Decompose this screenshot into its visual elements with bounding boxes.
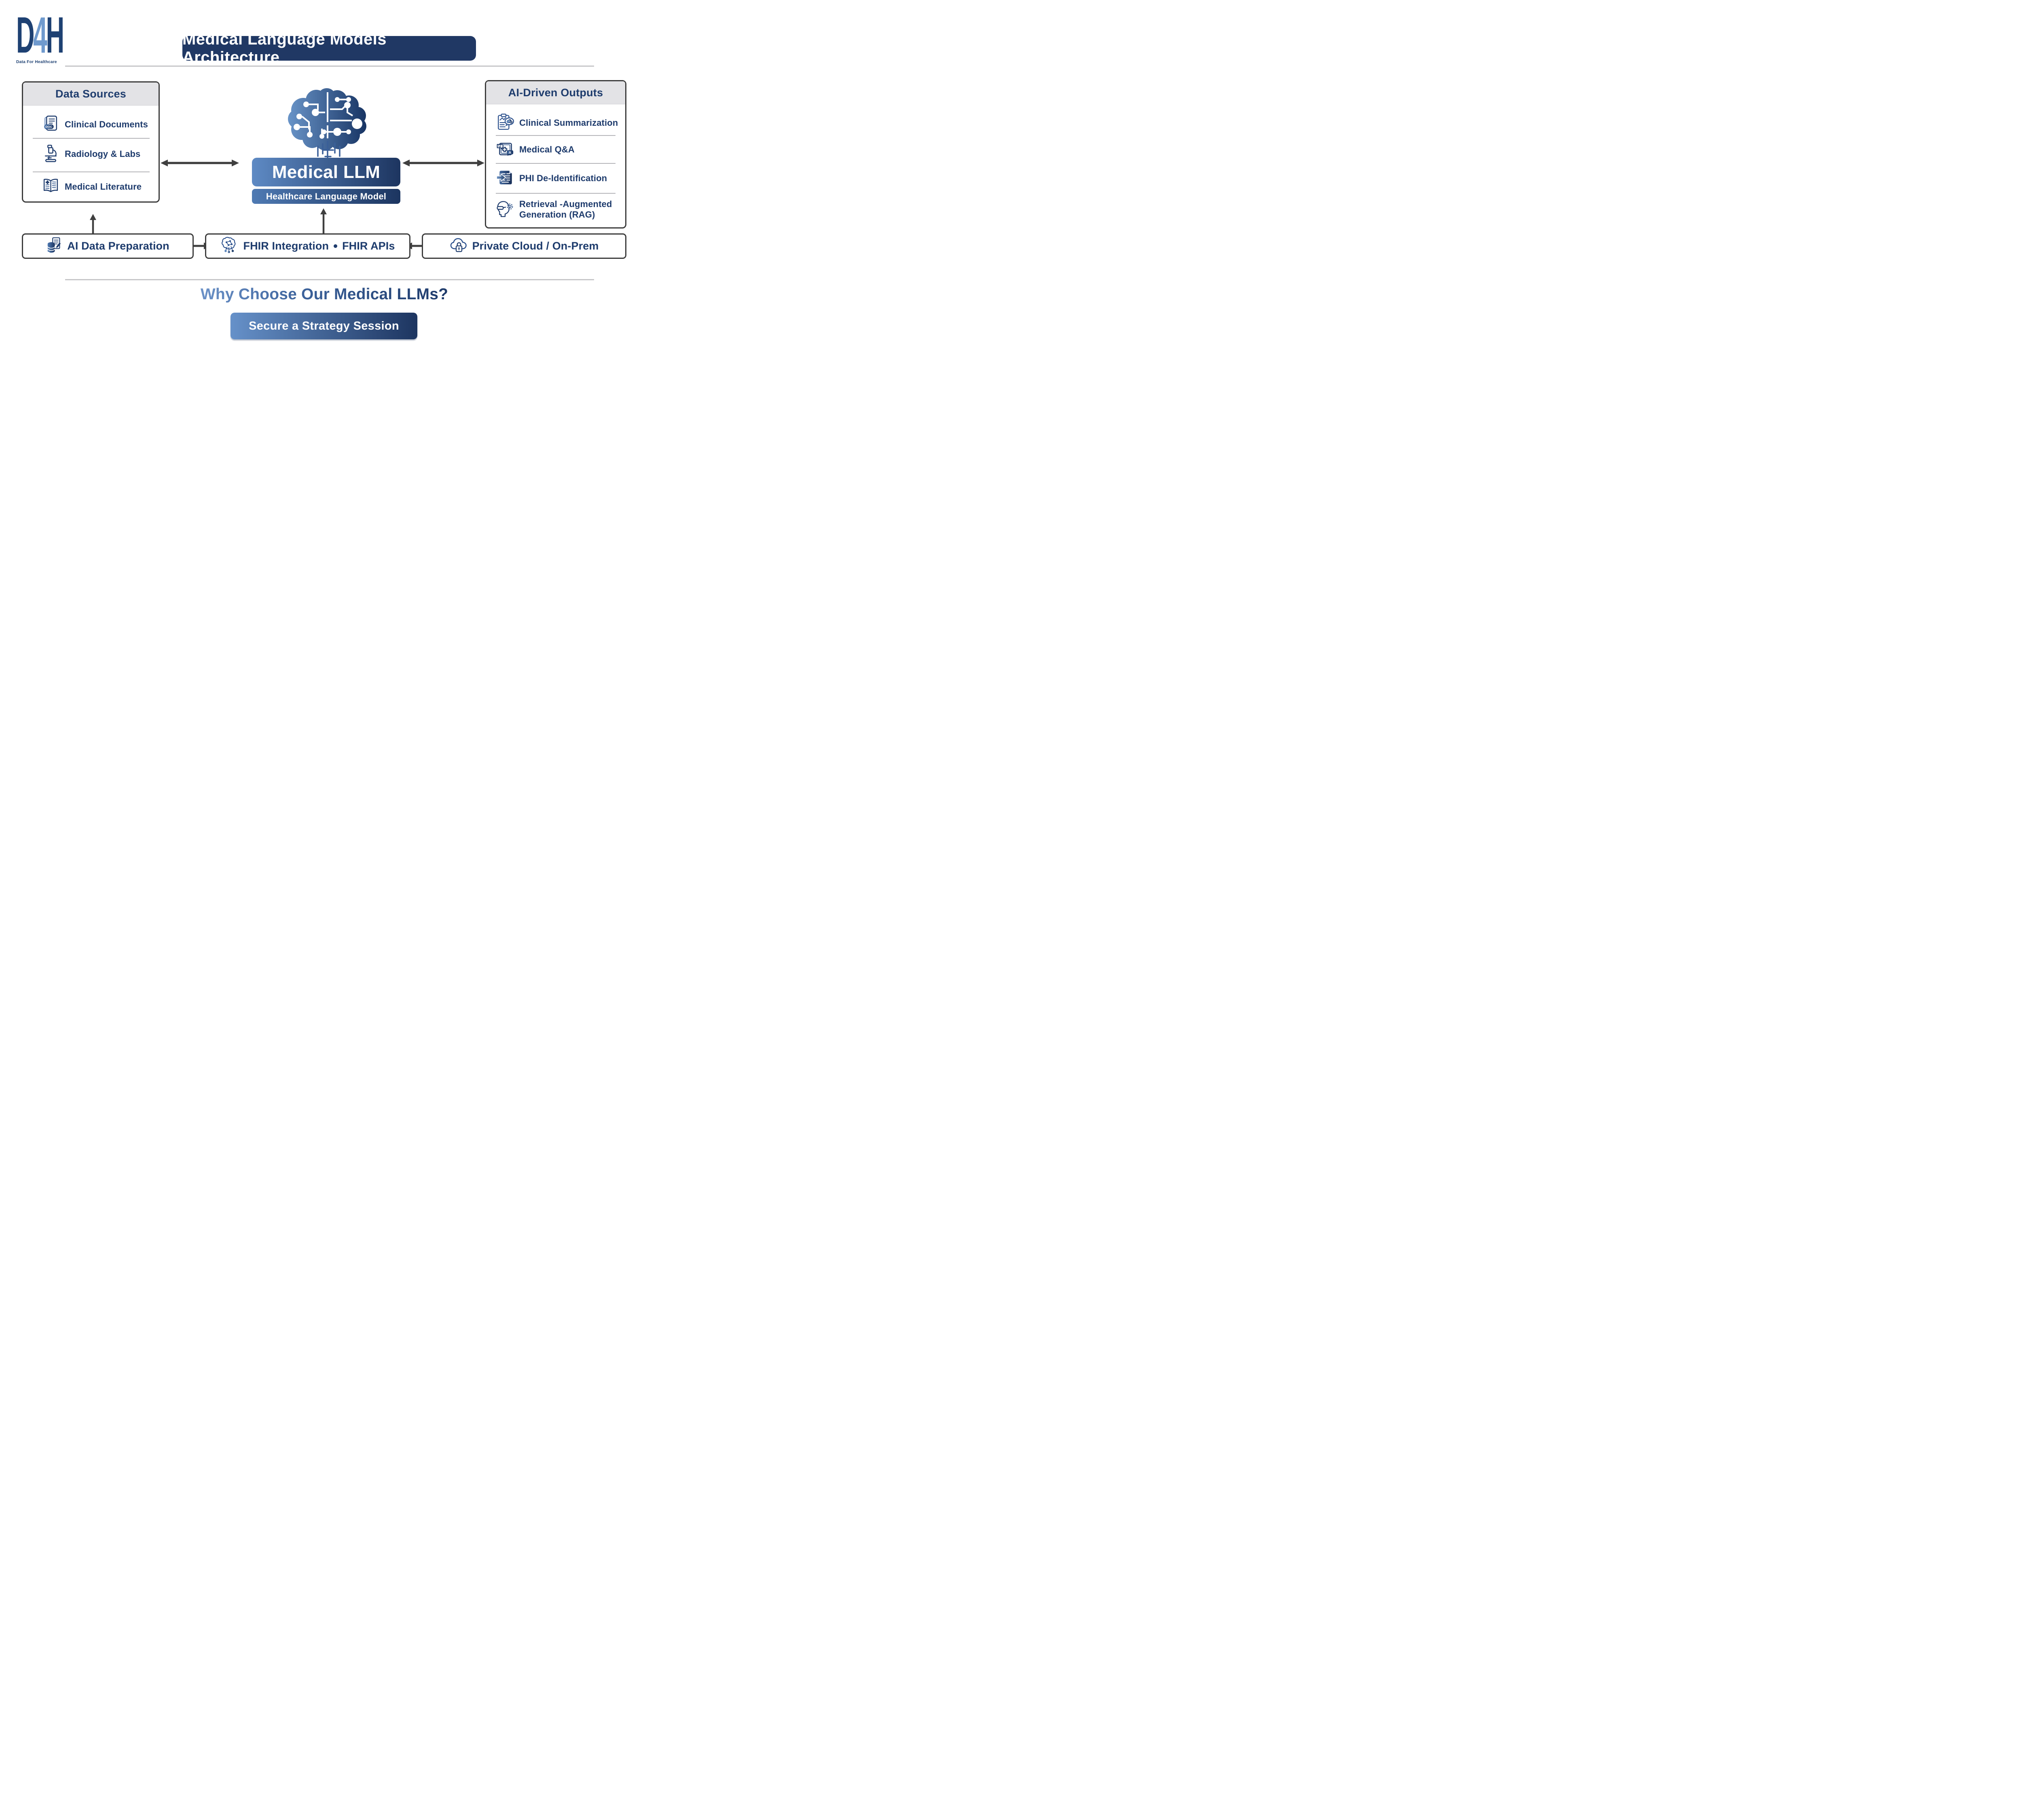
- arrow-prep-sources: [90, 214, 96, 234]
- private-cloud-label: Private Cloud / On-Prem: [472, 240, 599, 252]
- outputs-title: AI-Driven Outputs: [508, 86, 603, 99]
- strategy-session-button[interactable]: Secure a Strategy Session: [231, 313, 417, 339]
- arrow-llm-outputs: [402, 159, 484, 167]
- logo-letter-d: D: [16, 6, 35, 63]
- list-item: PHI De-Identification: [496, 169, 622, 188]
- phi-deid-icon: [496, 168, 514, 189]
- ai-data-preparation-label: AI Data Preparation: [67, 240, 169, 252]
- logo-letter-h: H: [46, 6, 65, 63]
- doc-badge-text: DOC: [45, 125, 52, 129]
- list-divider: [33, 171, 150, 172]
- fhir-integration-label: FHIR Integration: [243, 240, 329, 252]
- list-divider: [496, 163, 615, 164]
- top-divider: [65, 66, 594, 67]
- list-item: Radiology & Labs: [42, 144, 154, 164]
- list-item: Clinical Summarization: [496, 113, 622, 133]
- circuit-brain-icon: [283, 87, 370, 159]
- d4h-logo: D4H Data For Healthcare: [16, 10, 97, 65]
- list-divider: [496, 193, 615, 194]
- strategy-session-button-label: Secure a Strategy Session: [249, 319, 399, 332]
- ai-data-preparation-box: AI Data Preparation: [22, 233, 194, 259]
- logo-letter-4: 4: [33, 6, 47, 63]
- medical-llm-title: Medical LLM: [272, 162, 381, 182]
- private-cloud-box: Private Cloud / On-Prem: [422, 233, 626, 259]
- medical-llm-architecture-diagram: D4H Data For Healthcare Medical Language…: [0, 0, 647, 364]
- output-label: Medical Q&A: [519, 144, 575, 155]
- fhir-integration-box: FHIR Integration FHIR APIs: [205, 233, 410, 259]
- healthcare-language-model-box: Healthcare Language Model: [252, 189, 400, 204]
- medical-book-icon: [42, 177, 60, 197]
- list-item: Retrieval -Augmented Generation (RAG): [496, 199, 622, 220]
- qa-question-text: Q: [498, 144, 501, 148]
- qa-answer-text: A: [509, 150, 511, 154]
- list-item: Medical Literature: [42, 178, 154, 196]
- healthcare-language-model-label: Healthcare Language Model: [266, 191, 387, 201]
- bullet-separator: [334, 244, 338, 248]
- list-item: Q A Medical Q&A: [496, 140, 622, 159]
- why-choose-headline: Why Choose Our Medical LLMs?: [163, 286, 486, 303]
- data-sources-panel: Data Sources DOC Clinical Documents: [22, 81, 160, 203]
- medical-qa-icon: Q A: [496, 140, 514, 160]
- list-divider: [33, 138, 150, 139]
- rag-head-icon: [496, 199, 514, 220]
- cloud-lock-icon: [450, 236, 468, 256]
- list-divider: [496, 135, 615, 136]
- clinical-document-icon: DOC: [42, 114, 60, 135]
- outputs-header: AI-Driven Outputs: [486, 81, 625, 104]
- ai-driven-outputs-panel: AI-Driven Outputs: [485, 80, 626, 229]
- output-label: Retrieval -Augmented Generation (RAG): [519, 199, 612, 220]
- fhir-network-icon: [220, 236, 238, 256]
- fhir-apis-label: FHIR APIs: [342, 240, 395, 252]
- title-banner: Medical Language Models Architecture: [182, 30, 476, 66]
- database-doc-icon: [46, 237, 63, 256]
- d4h-logo-word: D4H: [16, 10, 64, 61]
- data-source-label: Medical Literature: [65, 182, 142, 192]
- arrow-fhir-model: [320, 208, 327, 234]
- output-label: Clinical Summarization: [519, 118, 618, 128]
- data-sources-header: Data Sources: [23, 83, 159, 106]
- list-item: DOC Clinical Documents: [42, 115, 154, 134]
- medical-llm-box: Medical LLM: [252, 158, 400, 186]
- arrow-sources-llm: [161, 159, 239, 167]
- page-title: Medical Language Models Architecture: [182, 30, 387, 66]
- bottom-divider: [65, 279, 594, 280]
- data-source-label: Clinical Documents: [65, 119, 148, 130]
- logo-tagline: Data For Healthcare: [16, 59, 57, 64]
- microscope-icon: [42, 144, 60, 164]
- clinical-summary-icon: [496, 113, 514, 133]
- data-source-label: Radiology & Labs: [65, 149, 141, 159]
- data-sources-title: Data Sources: [55, 87, 126, 100]
- output-label: PHI De-Identification: [519, 173, 607, 184]
